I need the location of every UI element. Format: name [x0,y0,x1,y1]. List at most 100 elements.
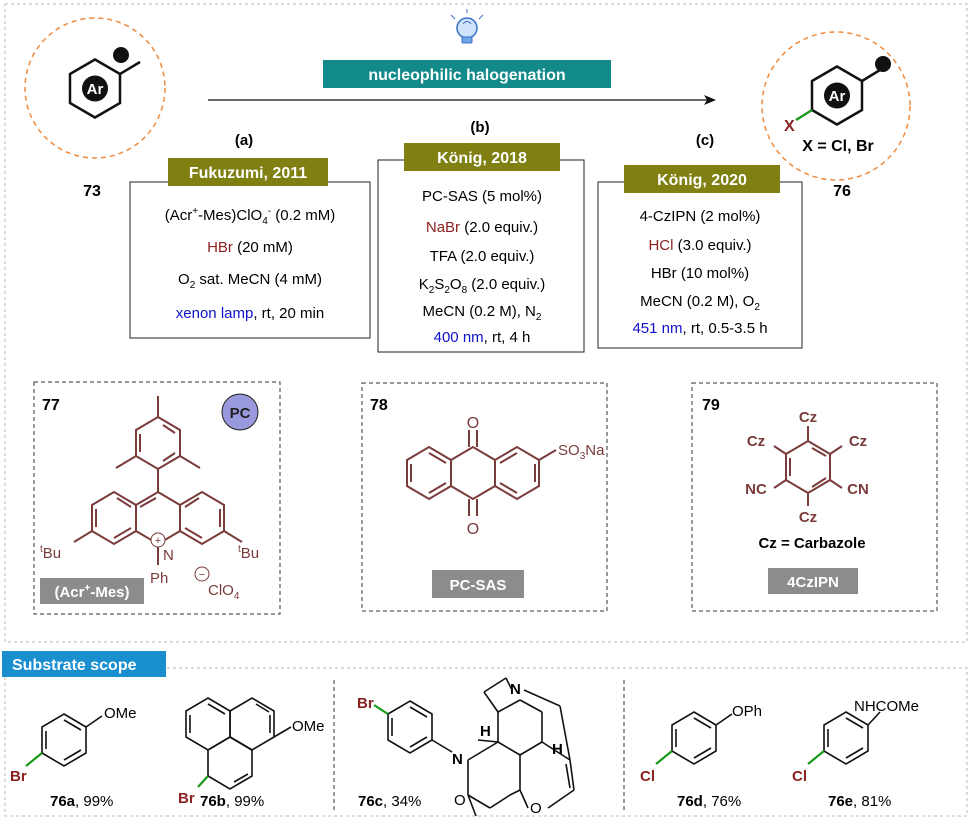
condition-c-line5: 451 nm, rt, 0.5-3.5 h [632,320,767,337]
catalyst-78-tag-text: PC-SAS [450,577,507,594]
product-76: Ar X X = Cl, Br 76 [761,31,911,200]
product-dashed-circle [761,31,911,181]
catalyst-77-tag-text: (Acr+-Mes) [54,583,129,601]
condition-a-line3: O2 sat. MeCN (4 mM) [178,271,322,291]
76e-caption: 76e, 81% [828,793,891,810]
lightbulb-icon [450,9,484,44]
pc-badge [221,393,259,431]
reactant-dashed-circle [24,17,166,159]
product-76e: NHCOMe Cl 76e, 81% [792,698,919,810]
pc-badge-text: PC [230,405,251,422]
condition-a-tag-text: Fukuzumi, 2011 [189,165,307,182]
czipn-cz-right: Cz [849,433,867,450]
acr-plus-sign: + [155,535,161,547]
catalyst-78-tag [432,570,524,598]
product-bond [861,68,881,83]
condition-b-line6: 400 nm, rt, 4 h [434,329,531,346]
reaction-arrowhead [704,95,716,105]
catalyst-79-number: 79 [702,397,720,414]
condition-a-line4: xenon lamp, rt, 20 min [176,305,324,322]
condition-c-letter: (c) [696,132,714,149]
product-76d: OPh Cl 76d, 76% [640,703,762,810]
condition-b-box [377,159,585,353]
product-ar-disc [824,82,850,109]
76c-h2: H [552,741,563,758]
76b-halogen: Br [178,790,195,807]
czipn-note: Cz = Carbazole [758,535,865,552]
condition-a-line2: HBr (20 mM) [207,239,293,256]
76c-h1: H [480,723,491,740]
76c-o-carbonyl: O [454,792,466,809]
76d-caption: 76d, 76% [677,793,741,810]
condition-a-tag [168,158,328,186]
clo4-label: ClO4 [208,582,240,602]
76c-n-amine: N [510,681,521,698]
catalyst-79: 79 Cz Cz Cz NC CN Cz Cz = Carbazole 4CzI… [691,382,938,612]
condition-c-line1: 4-CzIPN (2 mol%) [640,208,761,225]
product-x-note: X = Cl, Br [802,138,874,155]
product-76c: Br N N H H O O 76c, 34% [357,677,575,817]
condition-b: (b) König, 2018 PC-SAS (5 mol%) NaBr (2.… [377,119,585,353]
catalyst-79-frame [691,382,938,612]
reactant-ar-label: Ar [87,81,104,98]
czipn-cz-left: Cz [747,433,765,450]
reactant-dot [113,47,129,63]
czipn-nc: NC [745,481,767,498]
76d-halogen: Cl [640,768,655,785]
anthraquinone-structure [406,430,557,516]
czipn-structure [773,426,843,506]
76e-halogen: Cl [792,768,807,785]
condition-b-line3: TFA (2.0 equiv.) [430,248,535,265]
product-x-bond [795,108,813,122]
acr-tbu-left: tBu [40,544,61,562]
acr-n-label: N [163,547,174,564]
reactant-73: Ar 73 [24,17,166,200]
aq-o-bottom: O [467,521,479,538]
clo4-minus-sign: − [199,569,205,581]
condition-c-line2: HCl (3.0 equiv.) [648,237,751,254]
condition-a-letter: (a) [235,132,253,149]
scope-panel-frame [4,667,968,817]
reactant-ar-disc [82,75,108,102]
product-dot [875,56,891,72]
acr-tbu-right: tBu [238,544,259,562]
condition-b-letter: (b) [470,119,489,136]
condition-b-line5: MeCN (0.2 M), N2 [423,303,542,323]
condition-b-line2: NaBr (2.0 equiv.) [426,219,538,236]
product-76a: OMe Br 76a, 99% [10,705,137,810]
catalyst-77-tag [40,578,144,604]
condition-b-tag [404,143,560,171]
reactant-bond [119,60,141,76]
condition-c-line4: MeCN (0.2 M), O2 [640,293,760,313]
czipn-cn: CN [847,481,869,498]
condition-c-tag [624,165,780,193]
76c-o-ether: O [530,800,542,817]
76b-caption: 76b, 99% [200,793,264,810]
product-x-label: X [784,118,795,135]
catalyst-78-number: 78 [370,397,388,414]
catalyst-78: 78 O O SO3Na PC-SAS [361,382,608,612]
reaction-banner [323,60,611,88]
76a-halogen: Br [10,768,27,785]
76b-group: OMe [292,718,325,735]
reactant-number: 73 [83,183,101,200]
76a-group: OMe [104,705,137,722]
condition-b-line1: PC-SAS (5 mol%) [422,188,542,205]
condition-c-box [597,181,803,349]
76c-halogen: Br [357,695,374,712]
condition-b-tag-text: König, 2018 [437,150,527,167]
acr-ph-label: Ph [150,570,168,587]
catalyst-77-number: 77 [42,397,60,414]
76c-caption: 76c, 34% [358,793,421,810]
catalyst-79-tag-text: 4CzIPN [787,574,839,591]
catalyst-78-frame [361,382,608,612]
condition-c: (c) König, 2020 4-CzIPN (2 mol%) HCl (3.… [597,132,803,349]
czipn-cz-top: Cz [799,409,817,426]
scope-label-bar [2,651,166,677]
76e-group: NHCOMe [854,698,919,715]
czipn-cz-bottom: Cz [799,509,817,526]
acr-plus-circle [150,532,166,548]
condition-c-line3: HBr (10 mol%) [651,265,749,282]
aq-o-top: O [467,415,479,432]
